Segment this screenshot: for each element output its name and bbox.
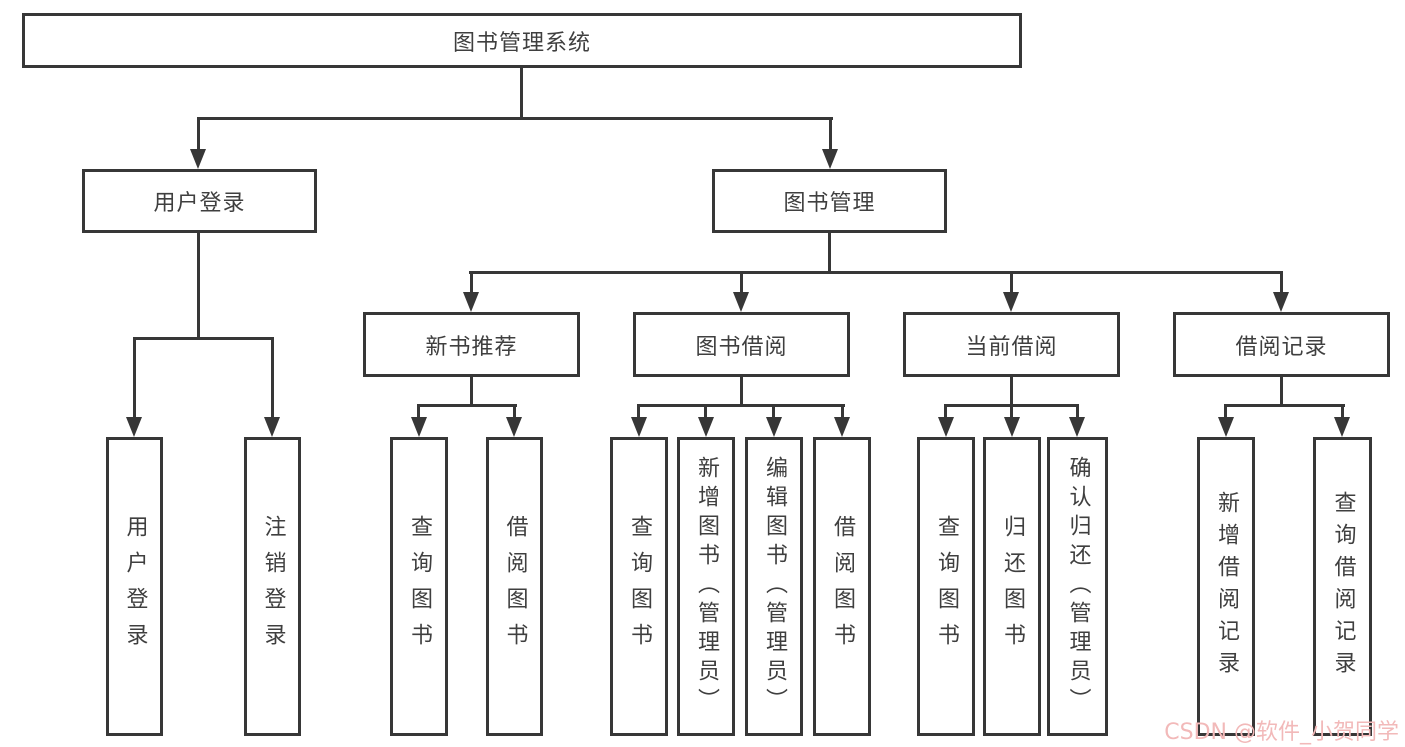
arrow-down-icon	[1004, 417, 1020, 437]
arrow-down-icon	[126, 417, 142, 437]
node-label: 归还图书	[1000, 514, 1025, 659]
node-label: 查询图书	[407, 514, 432, 659]
node-label: 用户登录	[153, 191, 246, 216]
arrow-down-icon	[1069, 417, 1085, 437]
node-label: 借阅图书	[502, 514, 528, 659]
connector-line	[944, 404, 947, 420]
leaf-add-borrow-record: 新增借阅记录	[1197, 437, 1255, 736]
arrow-down-icon	[834, 417, 850, 437]
connector-line	[829, 117, 832, 151]
leaf-add-books-admin: 新增图书（管理员）	[677, 437, 735, 736]
arrow-down-icon	[411, 417, 427, 437]
node-label: 编辑图书（管理员）	[762, 456, 787, 717]
connector-line	[704, 404, 707, 420]
node-label: 查询图书	[627, 514, 652, 659]
node-label: 查询借阅记录	[1330, 490, 1356, 683]
connector-line	[1010, 271, 1013, 295]
node-root: 图书管理系统	[22, 13, 1022, 68]
arrow-down-icon	[1273, 292, 1289, 312]
node-label: 确认归还（管理员）	[1065, 456, 1091, 717]
arrow-down-icon	[698, 417, 714, 437]
connector-line	[740, 377, 743, 406]
connector-line	[469, 271, 1283, 274]
connector-line	[828, 233, 831, 273]
arrow-down-icon	[1334, 417, 1350, 437]
connector-line	[1076, 404, 1079, 420]
leaf-query-books-borrowing: 查询图书	[610, 437, 668, 736]
node-label: 注销登录	[260, 514, 286, 659]
node-borrowing-records: 借阅记录	[1173, 312, 1390, 377]
node-label: 用户登录	[122, 514, 148, 659]
arrow-down-icon	[1218, 417, 1234, 437]
node-label: 新增借阅记录	[1214, 490, 1239, 683]
connector-line	[1010, 404, 1013, 420]
connector-line	[1010, 377, 1013, 406]
node-label: 新增图书（管理员）	[694, 456, 719, 717]
connector-line	[1224, 404, 1345, 407]
connector-line	[740, 271, 743, 295]
arrow-down-icon	[631, 417, 647, 437]
connector-line	[1280, 271, 1283, 295]
node-label: 图书借阅	[695, 334, 788, 360]
connector-line	[197, 117, 200, 151]
connector-line	[1224, 404, 1227, 420]
connector-line	[520, 68, 523, 118]
connector-line	[133, 337, 274, 340]
connector-line	[271, 337, 274, 421]
connector-line	[470, 271, 473, 295]
leaf-query-books-recommend: 查询图书	[390, 437, 448, 736]
leaf-borrow-books-recommend: 借阅图书	[486, 437, 543, 736]
arrow-down-icon	[190, 149, 206, 169]
node-new-book-recommendation: 新书推荐	[363, 312, 580, 377]
node-current-borrowing: 当前借阅	[903, 312, 1120, 377]
arrow-down-icon	[463, 292, 479, 312]
node-label: 图书管理	[783, 191, 876, 216]
leaf-confirm-return-admin: 确认归还（管理员）	[1047, 437, 1108, 736]
arrow-down-icon	[506, 417, 522, 437]
connector-line	[470, 377, 473, 406]
node-label: 图书管理系统	[452, 30, 591, 56]
leaf-return-books: 归还图书	[983, 437, 1041, 736]
node-label: 借阅记录	[1235, 334, 1328, 360]
node-user-login: 用户登录	[82, 169, 317, 233]
leaf-logout: 注销登录	[244, 437, 301, 736]
node-label: 查询图书	[934, 514, 959, 659]
watermark: CSDN @软件_小贺同学	[1164, 720, 1399, 745]
connector-line	[637, 404, 640, 420]
connector-line	[197, 233, 200, 339]
connector-line	[513, 404, 516, 420]
leaf-borrow-books: 借阅图书	[813, 437, 871, 736]
connector-line	[1341, 404, 1344, 420]
leaf-user-login: 用户登录	[106, 437, 163, 736]
arrow-down-icon	[938, 417, 954, 437]
arrow-down-icon	[264, 417, 280, 437]
node-book-borrowing: 图书借阅	[633, 312, 850, 377]
leaf-query-books-current: 查询图书	[917, 437, 975, 736]
connector-line	[637, 404, 845, 407]
node-label: 新书推荐	[425, 334, 518, 360]
node-label: 当前借阅	[965, 334, 1058, 360]
arrow-down-icon	[733, 292, 749, 312]
arrow-down-icon	[822, 149, 838, 169]
leaf-edit-books-admin: 编辑图书（管理员）	[745, 437, 803, 736]
leaf-query-borrow-record: 查询借阅记录	[1313, 437, 1372, 736]
node-book-management: 图书管理	[712, 169, 947, 233]
arrow-down-icon	[1003, 292, 1019, 312]
connector-line	[197, 117, 833, 120]
connector-line	[133, 337, 136, 421]
arrow-down-icon	[766, 417, 782, 437]
connector-line	[417, 404, 517, 407]
node-label: 借阅图书	[830, 514, 855, 659]
connector-line	[417, 404, 420, 420]
connector-line	[841, 404, 844, 420]
connector-line	[772, 404, 775, 420]
connector-line	[1280, 377, 1283, 406]
